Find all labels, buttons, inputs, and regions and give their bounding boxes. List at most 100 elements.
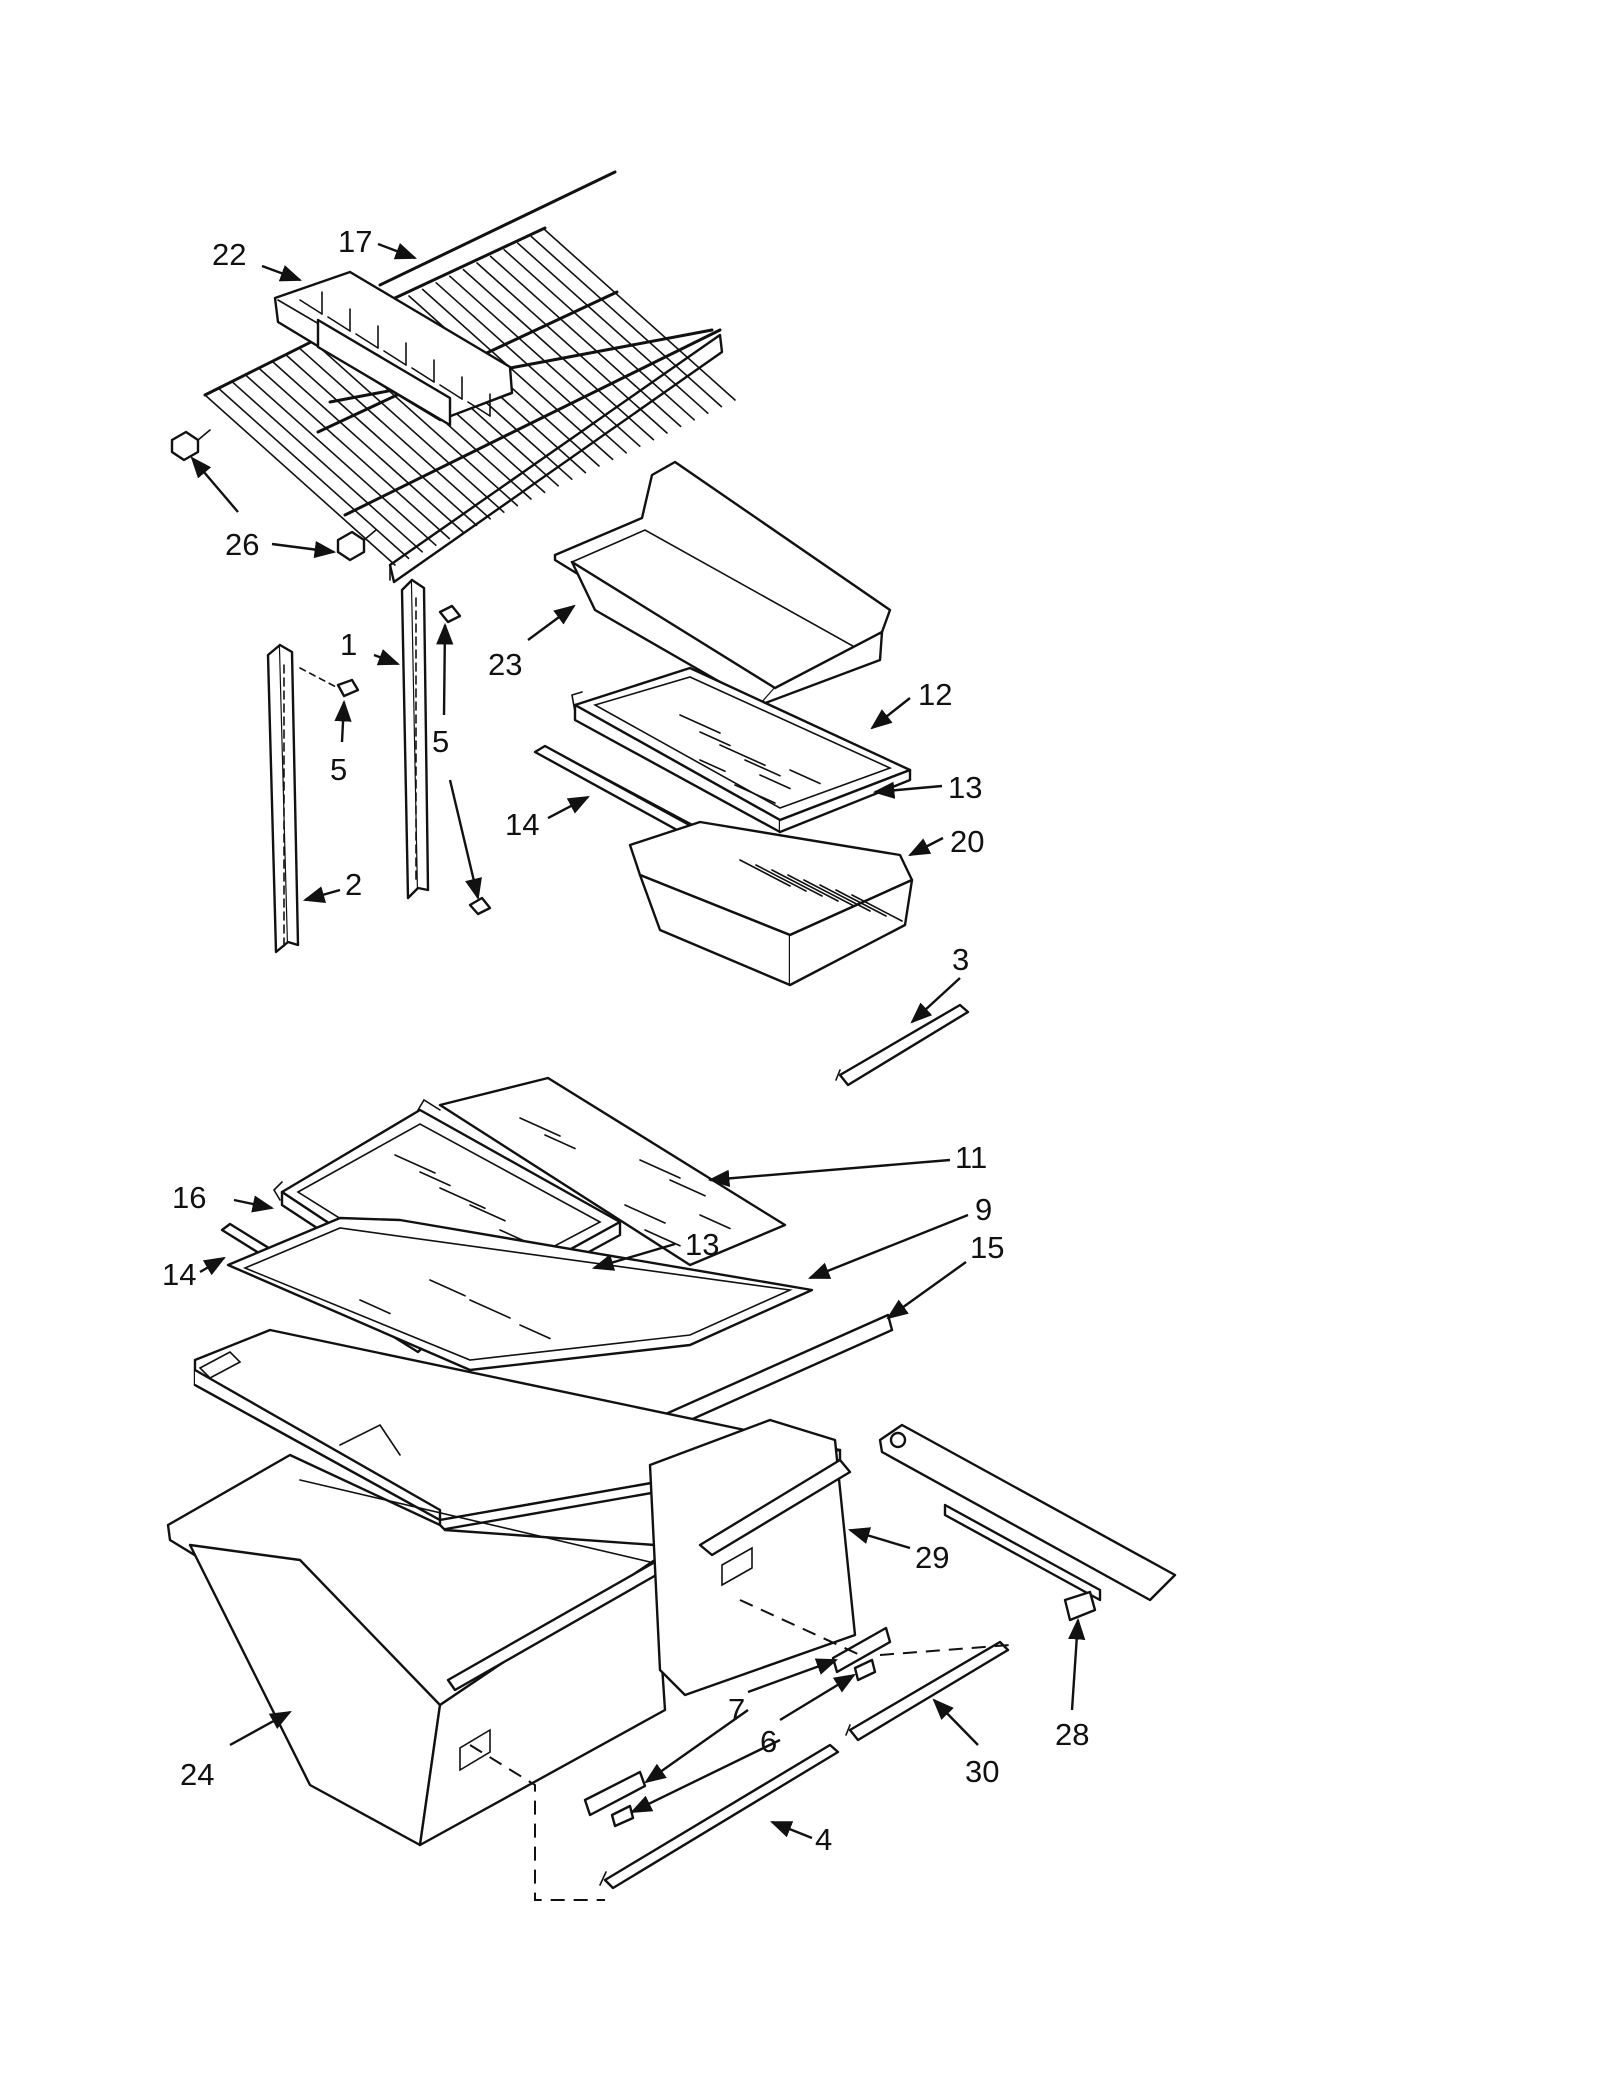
callout-1: 1 xyxy=(340,627,357,662)
line-detail xyxy=(519,1324,551,1340)
line-detail xyxy=(639,1159,681,1179)
callout-9: 9 xyxy=(975,1192,992,1227)
line-detail xyxy=(217,387,410,560)
shelf-ladder-part-2 xyxy=(266,643,300,954)
line-detail xyxy=(245,374,437,547)
line-detail xyxy=(851,894,903,922)
callout-11: 11 xyxy=(955,1140,987,1175)
callout-labels: 1 2 3 4 5 5 6 7 9 11 12 13 13 14 14 15 1… xyxy=(162,224,1089,1857)
line-detail xyxy=(231,380,424,553)
control-bracket-part-28 xyxy=(878,1423,1177,1622)
callout-13a: 13 xyxy=(948,770,982,805)
line-detail xyxy=(476,262,668,434)
callout-15: 15 xyxy=(970,1230,1004,1265)
line-detail xyxy=(787,874,839,902)
glass-shelf-part-11 xyxy=(438,1076,787,1267)
callout-23: 23 xyxy=(488,647,522,682)
line-detail xyxy=(469,1204,506,1222)
line-detail xyxy=(734,784,776,804)
line-detail xyxy=(744,759,781,777)
line-detail xyxy=(803,879,855,907)
crisper-drawer-part-29 xyxy=(648,1418,857,1697)
callout-20: 20 xyxy=(950,824,984,859)
leader-lines xyxy=(190,242,1086,1840)
line-detail xyxy=(819,884,871,912)
line-detail xyxy=(669,1179,706,1197)
line-detail xyxy=(439,1187,486,1210)
callout-4: 4 xyxy=(815,1822,832,1857)
clip-part-6 xyxy=(610,1658,877,1828)
callout-5b: 5 xyxy=(432,724,449,759)
line-detail xyxy=(467,401,491,417)
line-detail xyxy=(624,1204,666,1224)
line-detail xyxy=(394,1154,436,1174)
drawer-handle-part-4 xyxy=(599,1743,840,1890)
upper-glass-shelf-part-12 xyxy=(571,666,912,834)
callout-13b: 13 xyxy=(685,1227,719,1262)
line-detail xyxy=(544,1134,576,1150)
callout-14a: 14 xyxy=(505,807,539,842)
line-detail xyxy=(755,864,807,892)
callout-2: 2 xyxy=(345,867,362,902)
line-detail xyxy=(530,235,723,408)
callout-3: 3 xyxy=(952,942,969,977)
line-detail xyxy=(519,1117,561,1137)
line-detail xyxy=(419,1171,451,1187)
line-detail xyxy=(272,361,464,533)
line-detail xyxy=(719,744,766,767)
shelf-ladder-part-1 xyxy=(400,578,430,900)
line-detail xyxy=(699,759,726,773)
line-detail xyxy=(312,341,505,514)
callout-6: 6 xyxy=(760,1724,777,1759)
freezer-basket-part-23 xyxy=(553,460,892,707)
ice-tray-part-22 xyxy=(273,270,514,427)
line-detail xyxy=(739,859,791,887)
shelf-frame-part-9 xyxy=(226,1216,814,1372)
line-detail xyxy=(421,288,614,461)
shelf-stud-part-26 xyxy=(170,429,377,562)
line-detail xyxy=(835,889,887,917)
line-detail xyxy=(359,1299,391,1315)
line-detail xyxy=(299,347,492,520)
line-detail xyxy=(489,255,682,428)
crisper-drawer-part-20 xyxy=(628,820,914,987)
line-detail xyxy=(327,316,351,332)
callout-14b: 14 xyxy=(162,1257,196,1292)
screw-part-5 xyxy=(299,604,492,916)
crisper-drawer-part-24 xyxy=(166,1453,667,1847)
line-detail xyxy=(462,268,655,441)
callout-26: 26 xyxy=(225,527,259,562)
wire-shelf-part-17 xyxy=(203,170,736,584)
line-detail xyxy=(299,299,323,315)
trim-strip-part-3 xyxy=(835,1003,970,1087)
line-detail xyxy=(439,384,463,400)
drawer-handle-part-30 xyxy=(845,1640,1010,1742)
callout-12: 12 xyxy=(918,677,952,712)
callout-5a: 5 xyxy=(330,752,347,787)
callout-17: 17 xyxy=(338,224,372,259)
line-detail xyxy=(759,774,791,790)
line-detail xyxy=(204,394,396,566)
line-detail xyxy=(544,229,736,401)
line-detail xyxy=(516,242,709,415)
line-detail xyxy=(355,333,379,349)
line-detail xyxy=(679,714,721,734)
callout-24: 24 xyxy=(180,1757,214,1792)
line-detail xyxy=(383,350,407,366)
callout-30: 30 xyxy=(965,1754,999,1789)
line-detail xyxy=(771,869,823,897)
callout-16: 16 xyxy=(172,1180,206,1215)
line-detail xyxy=(789,769,821,785)
callout-22: 22 xyxy=(212,237,246,272)
callout-28: 28 xyxy=(1055,1717,1089,1752)
line-detail xyxy=(285,354,478,527)
line-detail xyxy=(699,731,731,747)
line-detail xyxy=(699,1214,731,1230)
line-detail xyxy=(258,367,451,540)
line-detail xyxy=(435,281,628,454)
line-detail xyxy=(503,249,696,421)
clip-part-7 xyxy=(583,1626,892,1817)
line-detail xyxy=(411,367,435,383)
line-detail xyxy=(429,1279,466,1297)
